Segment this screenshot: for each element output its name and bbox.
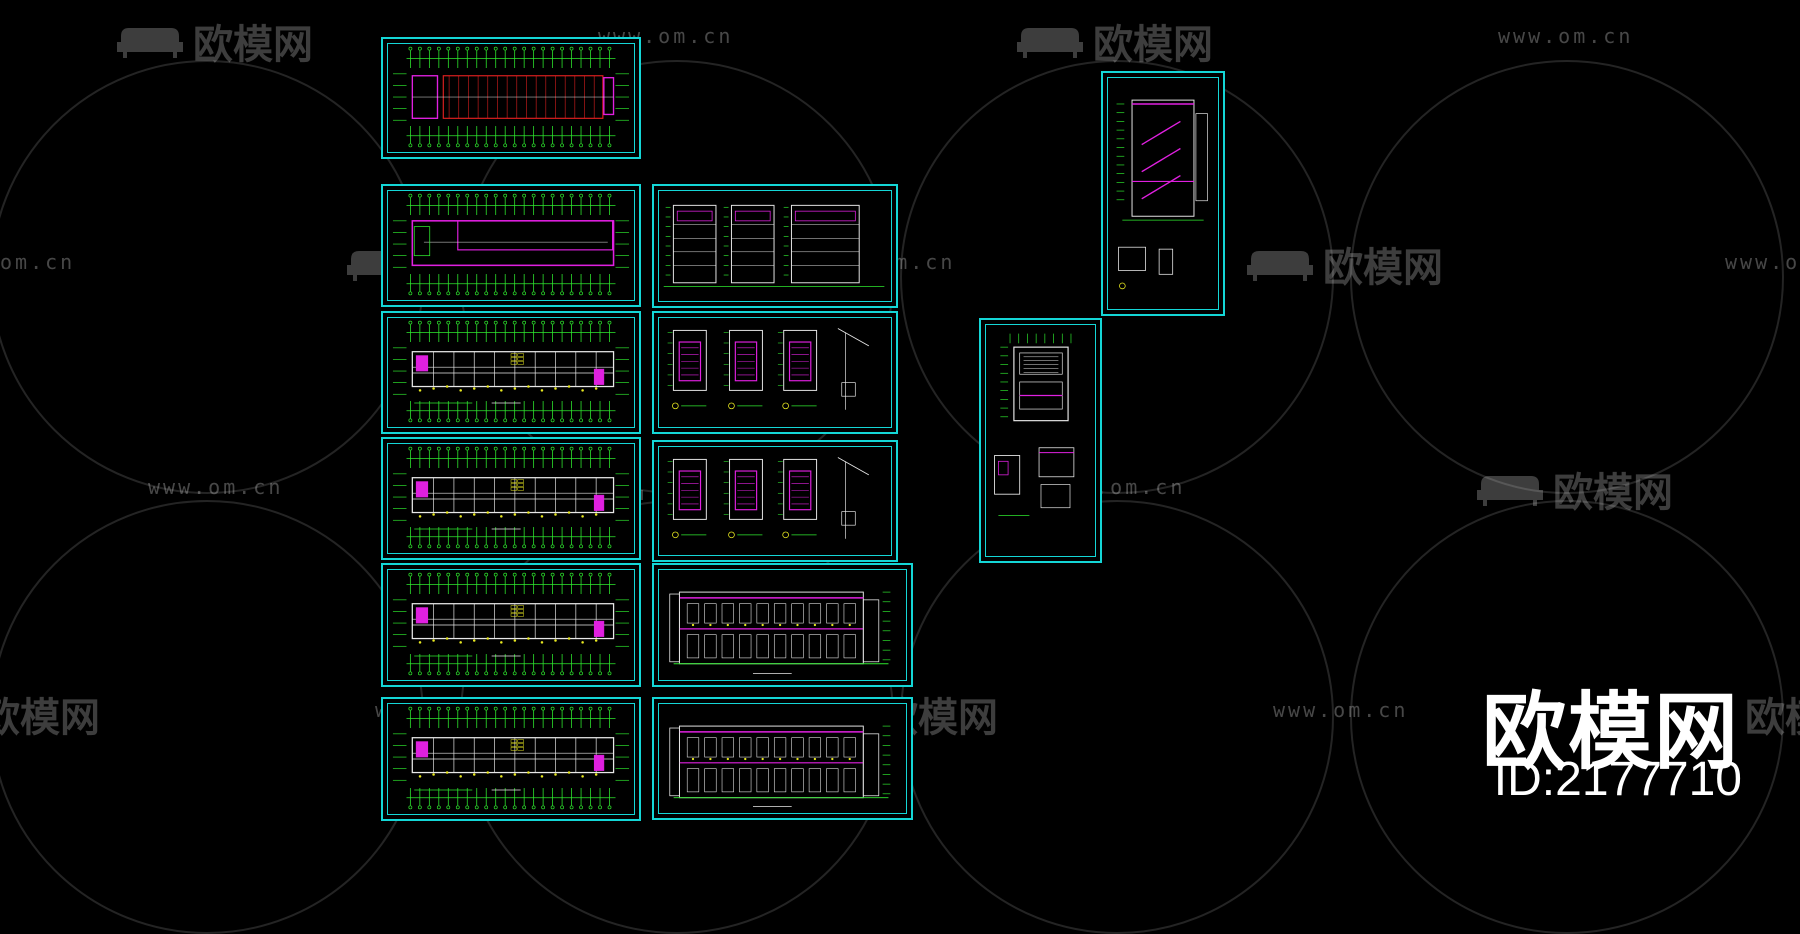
floor-plan-drawing (392, 706, 630, 810)
cad-sheet-sections (652, 184, 898, 308)
cad-sheet-floor-plan-3 (381, 437, 641, 560)
cad-sheet-roof-plan (381, 37, 641, 159)
cad-sheet-floor-plan-4 (381, 563, 641, 687)
elevation-drawing (669, 725, 891, 807)
cad-sheet-stair-plan (979, 318, 1102, 563)
floor-plan-drawing (392, 193, 630, 296)
elevation-drawing (669, 591, 891, 674)
watermark-logo-fragment: 欧模网 (0, 695, 100, 741)
cad-sheet-floor-plan-1 (381, 184, 641, 307)
watermark-logo: 欧模网 (1245, 235, 1443, 293)
floor-plan-drawing (392, 446, 630, 549)
floor-plan-drawing (392, 572, 630, 676)
watermark-circle (900, 60, 1334, 494)
cad-sheet-details-b (652, 440, 898, 562)
cad-preview-canvas: 欧模网 欧模网 欧模网 欧模网 欧模网 欧模网 欧模网 欧模网 欧模网 www.… (0, 12, 1800, 934)
brand-id-label: ID:2177710 (1493, 753, 1742, 806)
watermark-logo: 欧模网 (115, 12, 313, 70)
stair-section-drawing (1116, 99, 1208, 290)
section-drawing (663, 204, 885, 287)
detail-drawing (667, 328, 870, 410)
sofa-icon (1477, 476, 1543, 506)
cad-sheet-stair-section (1101, 71, 1225, 316)
watermark-url-fragment: www.om.cn (1725, 250, 1800, 274)
watermark-logo: 欧模网 (1475, 460, 1673, 518)
cad-sheet-details-a (652, 311, 898, 434)
floor-plan-drawing (392, 320, 630, 423)
watermark-url: www.om.cn (1273, 698, 1409, 722)
cad-sheet-elevation-b (652, 697, 913, 820)
sofa-icon (1017, 28, 1083, 58)
sofa-icon (117, 28, 183, 58)
stair-plan-drawing (994, 333, 1075, 516)
sofa-icon (1247, 251, 1313, 281)
watermark-url-fragment: om.cn (0, 250, 76, 274)
watermark-url: www.om.cn (1498, 24, 1634, 48)
cad-sheet-floor-plan-2 (381, 311, 641, 434)
watermark-url: www.om.cn (148, 475, 284, 499)
roof-plan-drawing (392, 46, 629, 148)
cad-sheet-elevation-a (652, 563, 913, 687)
cad-sheet-floor-plan-5 (381, 697, 641, 821)
watermark-logo-fragment: 欧模网 (1745, 695, 1800, 741)
detail-drawing (667, 457, 870, 539)
watermark-logo: 欧模网 (1015, 12, 1213, 70)
brand-title: 欧模网 (1481, 683, 1740, 781)
watermark-circle (1350, 60, 1784, 494)
